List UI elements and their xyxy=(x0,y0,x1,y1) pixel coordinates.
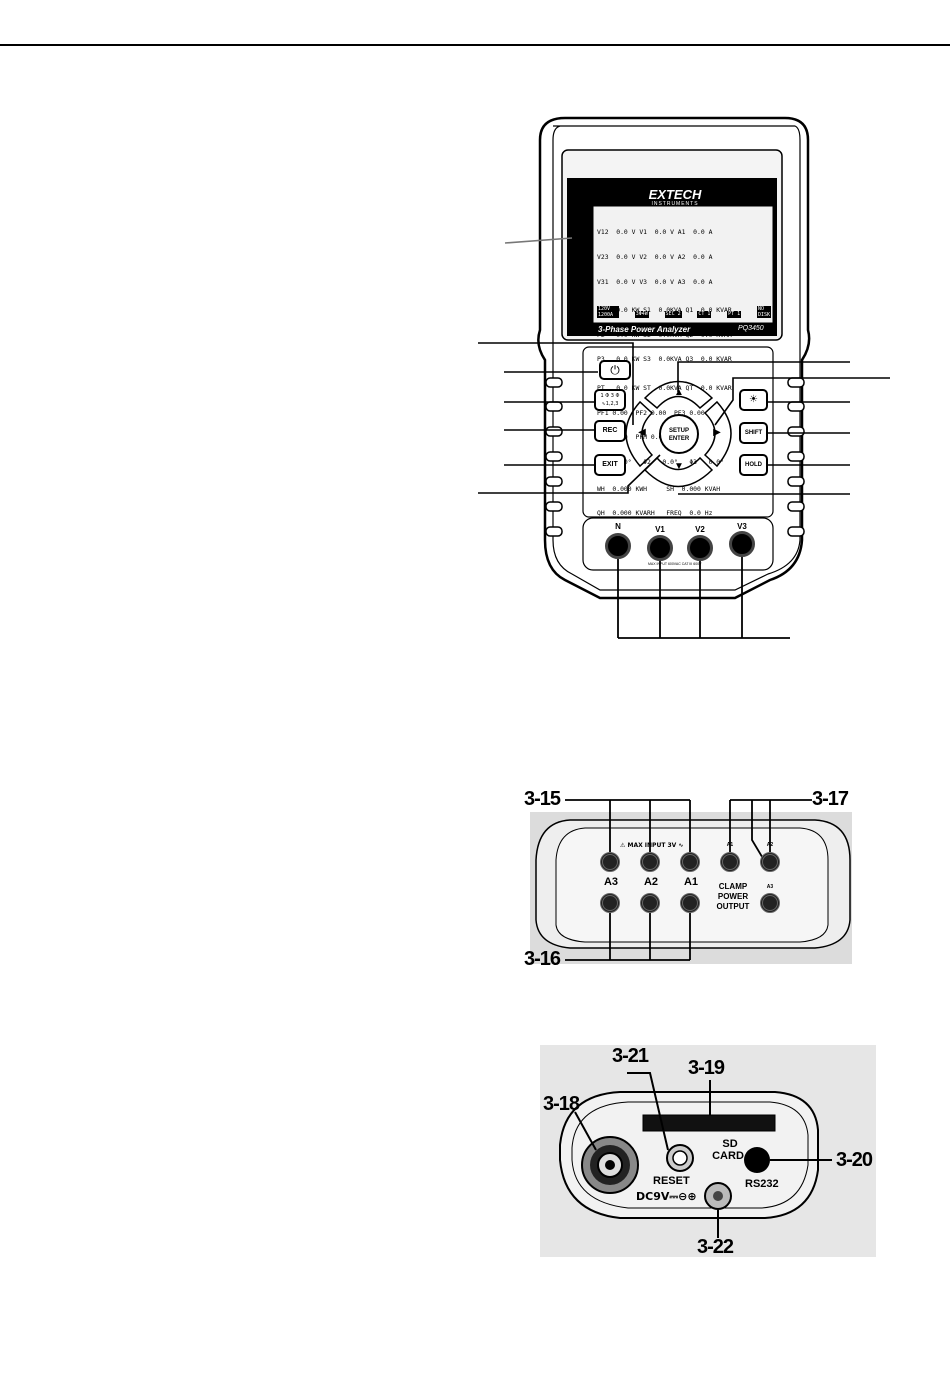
clamp-jack-lower[interactable] xyxy=(640,893,660,913)
lcd-row: V23 0.0 V V2 0.0 V A2 0.0 A xyxy=(597,253,713,262)
rs232-label: RS232 xyxy=(745,1178,779,1190)
setup-enter-button[interactable]: SETUP ENTER xyxy=(659,414,699,454)
lcd-status-item: NO DISK xyxy=(756,306,771,318)
lcd-status-item: CT 1 xyxy=(697,311,712,318)
lcd-status-item: 3Φ4W xyxy=(634,311,649,318)
enter-label: ENTER xyxy=(668,436,690,442)
terminal-jack-v2[interactable] xyxy=(687,535,713,561)
clamp-jack-upper[interactable] xyxy=(600,852,620,872)
brand-logo: EXTECH xyxy=(648,187,702,202)
lcd-status-item: PT 1 xyxy=(727,311,742,318)
terminal-jack-n[interactable] xyxy=(605,533,631,559)
clamp-jack-lower[interactable] xyxy=(600,893,620,913)
lcd-readout: V12 0.0 V V1 0.0 V A1 0.0 A V23 0.0 V V2… xyxy=(597,212,771,526)
reset-label: RESET xyxy=(653,1175,690,1187)
lcd-status-item: SEC 2 xyxy=(664,311,682,318)
power-button[interactable]: ⏻ xyxy=(599,360,631,380)
phase-select-bottom-label: ∿1,2,3 xyxy=(601,401,619,407)
shift-button[interactable]: SHIFT xyxy=(739,422,768,444)
backlight-button[interactable]: ☀ xyxy=(739,389,768,411)
callout-3-17: 3-17 xyxy=(812,788,849,810)
clamp-label-line: CLAMP xyxy=(718,882,748,891)
lcd-row: V31 0.0 V V3 0.0 V A3 0.0 A xyxy=(597,277,713,286)
lcd-row: P3 0.0 KW S3 0.0KVA Q3 0.0 KVAR xyxy=(597,355,732,364)
clamp-jack-label-a2: A2 xyxy=(643,876,659,888)
terminal-label-n: N xyxy=(615,522,621,531)
lcd-row: QH 0.000 KVARH FREQ 0.0 Hz xyxy=(597,509,713,518)
power-jack-label-a3: A3 xyxy=(766,884,774,890)
callout-3-16: 3-16 xyxy=(524,948,561,970)
callout-3-15: 3-15 xyxy=(524,788,561,810)
power-jack-label-a1: A1 xyxy=(726,842,734,848)
max-input-label: ⚠ MAX INPUT 3V ∿ xyxy=(620,842,684,849)
dc-input-label: DC9V⎓⊖⊕ xyxy=(636,1190,697,1203)
setup-label: SETUP xyxy=(668,428,689,434)
power-jack[interactable] xyxy=(760,893,780,913)
hold-button[interactable]: HOLD xyxy=(739,454,768,476)
lcd-row: PF1 0.00 PF2 0.00 PF3 0.00 xyxy=(597,408,705,417)
clamp-panel-figure xyxy=(530,799,852,964)
lcd-row: WH 0.000 KWH SH 0.000 KVAH xyxy=(597,484,721,493)
callout-3-22: 3-22 xyxy=(697,1236,734,1258)
phase-select-button[interactable]: 1 Φ 3 Φ ∿1,2,3 xyxy=(594,389,626,411)
clamp-jack-label-a3: A3 xyxy=(603,876,619,888)
rs232-port[interactable] xyxy=(744,1147,770,1173)
power-jack[interactable] xyxy=(720,852,740,872)
sd-label: SD xyxy=(722,1138,738,1150)
clamp-label-line: OUTPUT xyxy=(716,902,750,911)
main-power-jack[interactable] xyxy=(581,1136,639,1194)
clamp-jack-lower[interactable] xyxy=(680,893,700,913)
power-jack-label-a2: A2 xyxy=(766,842,774,848)
model-label: PQ3450 xyxy=(738,325,764,332)
arrow-down-icon[interactable]: ▼ xyxy=(674,461,684,472)
dc-jack[interactable] xyxy=(704,1182,732,1210)
terminal-jack-v3[interactable] xyxy=(729,531,755,557)
terminal-label-v2: V2 xyxy=(695,525,705,534)
reset-button-hole[interactable] xyxy=(666,1144,694,1172)
clamp-label-line: POWER xyxy=(717,892,749,901)
clamp-jack-upper[interactable] xyxy=(680,852,700,872)
dpad xyxy=(625,380,732,488)
arrow-up-icon[interactable]: ▲ xyxy=(674,387,684,398)
power-jack[interactable] xyxy=(760,852,780,872)
page-top-rule xyxy=(0,44,950,46)
terminal-label-v1: V1 xyxy=(655,525,665,534)
clamp-power-output-label: CLAMP POWER OUTPUT xyxy=(708,882,758,912)
arrow-right-icon[interactable]: ▶ xyxy=(713,427,721,438)
terminal-rating-note: MAX INPUT 600VAC CAT III 600V xyxy=(648,562,702,566)
lcd-screen xyxy=(592,205,774,324)
terminal-jack-v1[interactable] xyxy=(647,535,673,561)
rec-button[interactable]: REC xyxy=(594,420,626,442)
clamp-jack-label-a1: A1 xyxy=(683,876,699,888)
terminal-label-v3: V3 xyxy=(737,522,747,531)
exit-button[interactable]: EXIT xyxy=(594,454,626,476)
lcd-row: V12 0.0 V V1 0.0 V A1 0.0 A xyxy=(597,228,713,237)
callout-3-18: 3-18 xyxy=(543,1093,580,1115)
brand-subtitle: INSTRUMENTS xyxy=(651,201,699,207)
phase-select-top-label: 1 Φ 3 Φ xyxy=(600,393,620,399)
callout-leaders-right xyxy=(677,361,890,495)
terminal-leaders xyxy=(617,552,790,639)
lcd-status-bar: 120V 1200A 3Φ4W SEC 2 CT 1 PT 1 NO DISK xyxy=(597,306,771,318)
clamp-jack-upper[interactable] xyxy=(640,852,660,872)
io-panel-figure xyxy=(540,1045,876,1257)
arrow-left-icon[interactable]: ◀ xyxy=(638,427,646,438)
lcd-row: P2 0.0 KW S2 0.0KVA Q2 0.0 KVAR xyxy=(597,330,732,339)
card-label: CARD xyxy=(712,1150,744,1162)
callout-3-21: 3-21 xyxy=(612,1045,649,1067)
lcd-status-item: 120V 1200A xyxy=(597,306,619,318)
callout-3-19: 3-19 xyxy=(688,1057,725,1079)
callout-leaders-left xyxy=(478,237,661,494)
terminal-panel xyxy=(582,517,774,571)
callout-3-20: 3-20 xyxy=(836,1149,873,1171)
lcd-row: PT 0.0 KW ST 0.0KVA QT 0.0 KVAR xyxy=(597,384,732,393)
product-name-label: 3-Phase Power Analyzer xyxy=(598,325,691,334)
